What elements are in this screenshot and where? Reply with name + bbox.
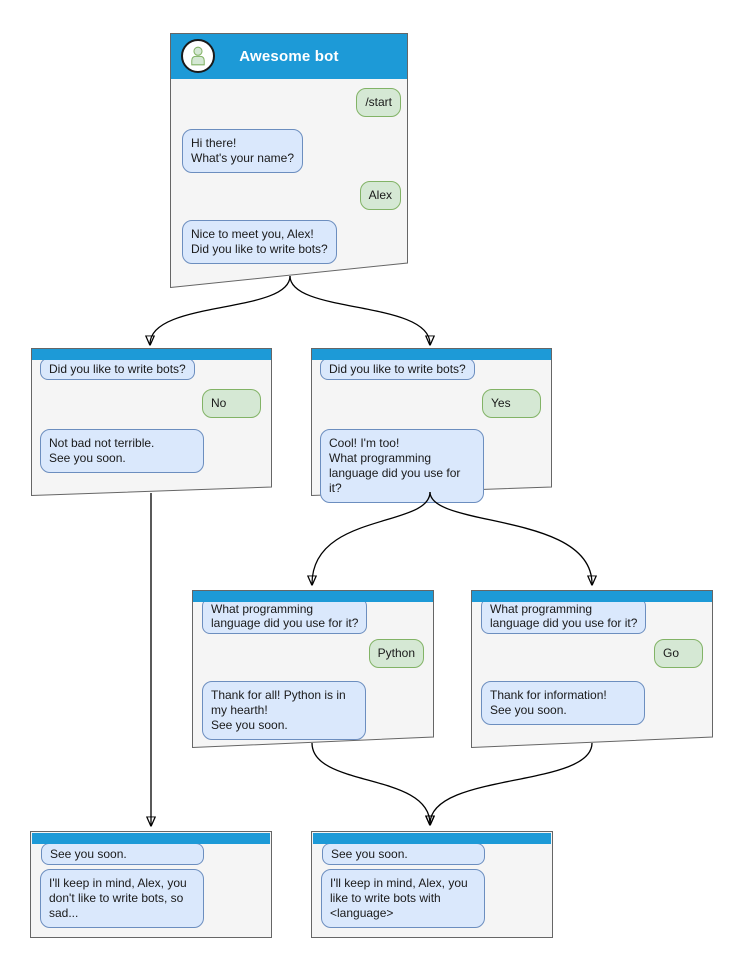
panel-title-bar — [312, 349, 551, 360]
connector-python-to-end — [311, 742, 430, 824]
user-message-answer: Go — [654, 639, 703, 668]
node-main-chat: Awesome bot /start Hi there! What's your… — [170, 33, 408, 288]
connector-yes-to-go — [429, 491, 592, 584]
user-message-answer: Python — [368, 639, 424, 668]
panel-title-bar — [32, 349, 271, 360]
user-avatar-icon — [191, 46, 205, 66]
connector-go-to-end — [430, 742, 593, 824]
bot-message-question: Did you like to write bots? — [320, 358, 475, 380]
user-message-name: Alex — [359, 181, 401, 210]
user-message-answer: No — [202, 389, 261, 418]
node-end-no: See you soon. I'll keep in mind, Alex, y… — [30, 831, 272, 938]
chat-title: Awesome bot — [239, 47, 339, 65]
bot-message-see-you: See you soon. — [41, 843, 204, 865]
bot-message-reply: Thank for all! Python is in my hearth! S… — [202, 681, 366, 740]
node-end-yes: See you soon. I'll keep in mind, Alex, y… — [311, 831, 553, 938]
bot-message-see-you: See you soon. — [322, 843, 485, 865]
bot-message-reply: Not bad not terrible. See you soon. — [40, 429, 204, 473]
panel-title-bar — [32, 833, 270, 844]
chat-header: Awesome bot — [171, 34, 407, 79]
node-python-branch: What programming language did you use fo… — [192, 590, 434, 748]
bot-avatar — [181, 39, 215, 73]
node-yes-branch: Did you like to write bots? Yes Cool! I'… — [311, 348, 552, 503]
bot-message-reply: Cool! I'm too! What programming language… — [320, 429, 484, 503]
bot-message-reply: Thank for information! See you soon. — [481, 681, 645, 725]
node-no-branch: Did you like to write bots? No Not bad n… — [31, 348, 272, 496]
connector-yes-to-python — [312, 491, 431, 584]
bot-message-greeting: Hi there! What's your name? — [182, 129, 304, 173]
bot-message-keep-in-mind: I'll keep in mind, Alex, you like to wri… — [321, 869, 485, 928]
panel-title-bar — [193, 591, 433, 602]
bot-message-question: What programming language did you use fo… — [481, 598, 647, 634]
bot-message-question: What programming language did you use fo… — [202, 598, 368, 634]
panel-title-bar — [313, 833, 551, 844]
user-message-start: /start — [356, 88, 401, 117]
panel-title-bar — [472, 591, 712, 602]
bot-message-question: Did you like to write bots? — [40, 358, 195, 380]
node-go-branch: What programming language did you use fo… — [471, 590, 713, 748]
bot-message-meet: Nice to meet you, Alex! Did you like to … — [182, 220, 337, 264]
bot-message-keep-in-mind: I'll keep in mind, Alex, you don't like … — [40, 869, 204, 928]
user-message-answer: Yes — [482, 389, 541, 418]
